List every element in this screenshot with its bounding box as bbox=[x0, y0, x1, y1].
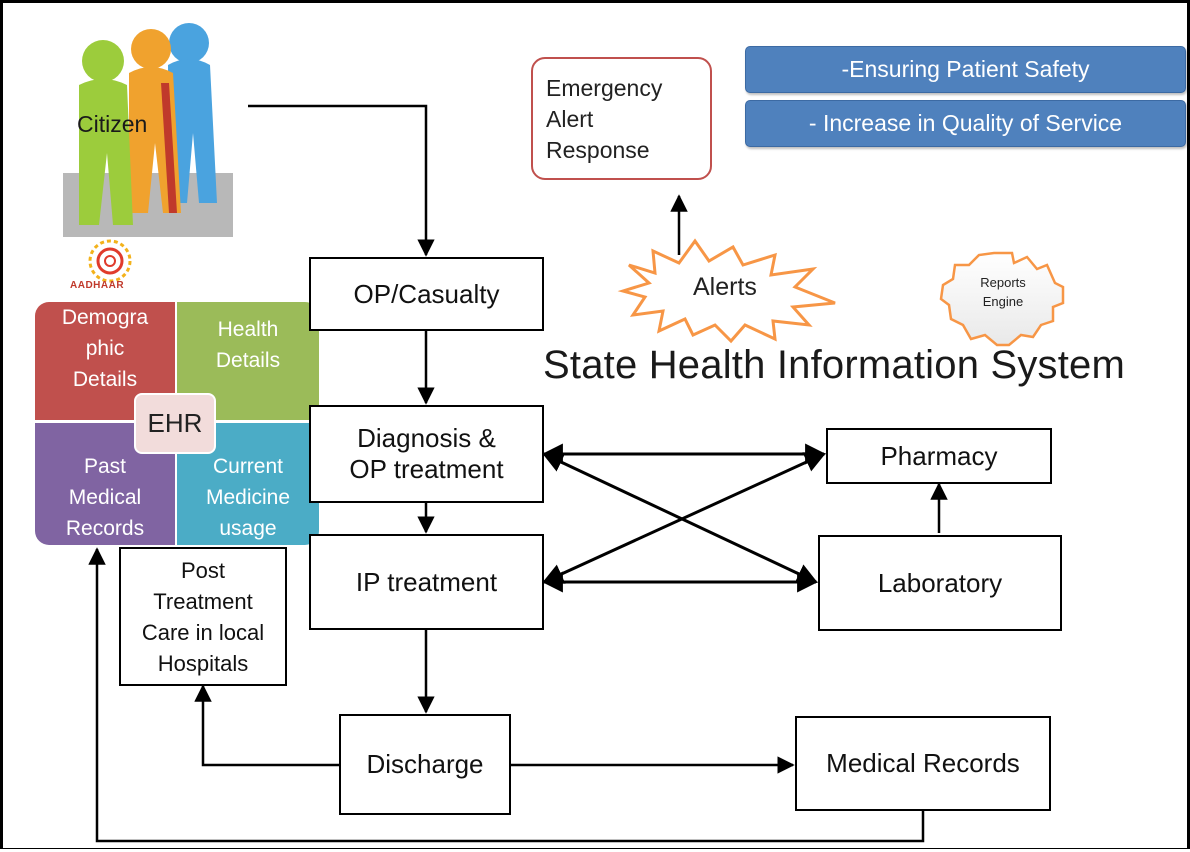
diagram-title: State Health Information System bbox=[543, 343, 1126, 387]
aadhaar-emblem bbox=[88, 239, 132, 283]
arrow-ip-pharmacy bbox=[542, 452, 826, 584]
reports-engine-label: Reports Engine bbox=[980, 275, 1026, 309]
diagnosis-box: Diagnosis & OP treatment bbox=[309, 405, 544, 503]
ehr-center-label: EHR bbox=[134, 393, 216, 454]
alerts-burst-shape bbox=[617, 238, 836, 344]
citizen-figure bbox=[63, 23, 233, 237]
emergency-alert-response: Emergency Alert Response bbox=[531, 57, 712, 180]
arrow-discharge-posttreatment bbox=[194, 684, 339, 767]
discharge-box: Discharge bbox=[339, 714, 511, 815]
arrow-records-ehr bbox=[88, 547, 925, 843]
aadhaar-label: AADHAAR bbox=[70, 280, 125, 291]
quality-of-service-banner: - Increase in Quality of Service bbox=[745, 100, 1186, 147]
op-casualty-box: OP/Casualty bbox=[309, 257, 544, 331]
alerts-label: Alerts bbox=[693, 273, 757, 301]
citizen-label: Citizen bbox=[77, 111, 148, 137]
connector-layer bbox=[63, 23, 1065, 843]
post-treatment-box: Post Treatment Care in local Hospitals bbox=[119, 547, 287, 686]
patient-safety-banner: -Ensuring Patient Safety bbox=[745, 46, 1186, 93]
ip-treatment-box: IP treatment bbox=[309, 534, 544, 630]
arrow-citizen-op bbox=[248, 104, 435, 257]
medical-records-box: Medical Records bbox=[795, 716, 1051, 811]
reports-gear-shape bbox=[939, 251, 1065, 347]
laboratory-box: Laboratory bbox=[818, 535, 1062, 631]
pharmacy-box: Pharmacy bbox=[826, 428, 1052, 484]
